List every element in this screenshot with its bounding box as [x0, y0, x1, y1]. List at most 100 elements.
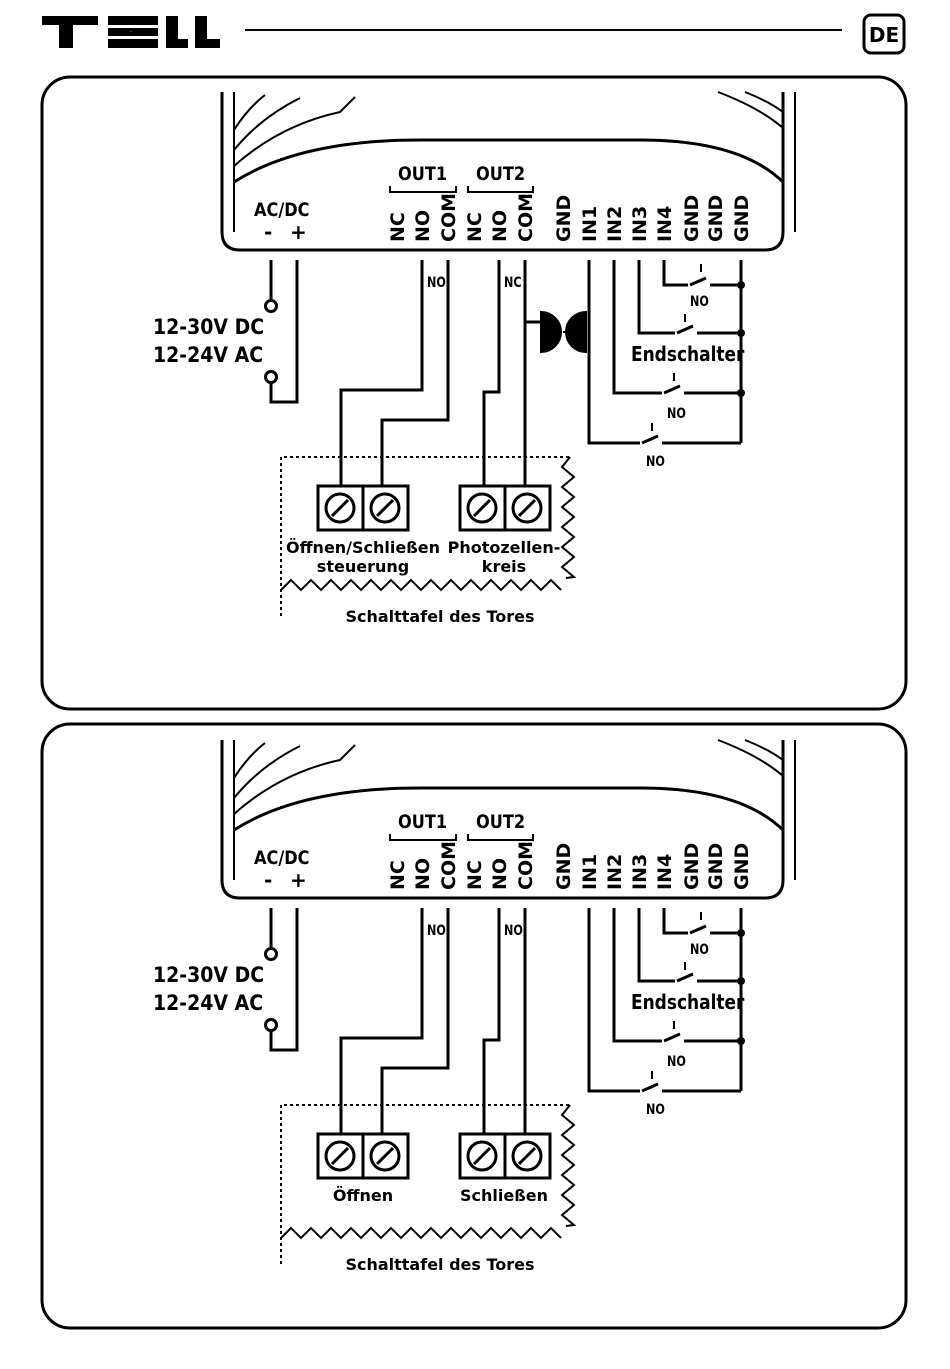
in4-switch-blade	[689, 276, 707, 287]
terminal-label-nc-3: NC	[464, 212, 486, 242]
module-body	[220, 740, 785, 900]
out1-label: OUT1	[398, 812, 447, 834]
terminal-label-nc-3: NC	[464, 860, 486, 890]
junction-dot	[737, 929, 745, 937]
junction-dot	[737, 977, 745, 985]
terminal-label-nc-0: NC	[387, 212, 409, 242]
gate-panel-border	[280, 456, 570, 616]
in3-wire	[637, 908, 675, 983]
power-minus-label: -	[264, 868, 272, 892]
out1-com-wire	[380, 260, 450, 488]
in2-switch-no-label: NO	[667, 405, 686, 422]
block2-label-line1: Schließen	[460, 1186, 548, 1205]
power-minus-label: -	[264, 220, 272, 244]
module-ridge-left-3	[233, 94, 266, 131]
terminal-label-gnd-13: GND	[731, 195, 753, 242]
out1-wire-tag: NO	[427, 274, 446, 291]
in3-switch-blade	[676, 324, 694, 335]
in1-switch-no-label: NO	[646, 453, 665, 470]
gate-panel-torn-right	[560, 1104, 577, 1227]
in2-switch-blade	[663, 384, 681, 395]
in2-wire	[612, 260, 662, 395]
gate-panel-torn-bottom	[280, 1226, 562, 1240]
screw-slot	[472, 1146, 492, 1166]
screw-slot	[375, 1146, 395, 1166]
block2-label-line2: kreis	[482, 557, 526, 576]
screw-slot	[472, 498, 492, 518]
tell-logo: TELL	[42, 16, 220, 48]
block1-label-line1: Öffnen/Schließen	[286, 538, 440, 557]
out1-label: OUT1	[398, 164, 447, 186]
language-badge	[862, 13, 906, 55]
terminal-label-gnd-13: GND	[731, 843, 753, 890]
out1-bracket	[389, 834, 457, 841]
photocell-receiver-icon	[565, 310, 587, 354]
terminal-label-in1-7: IN1	[579, 854, 601, 890]
module-ridge-left-3	[233, 742, 266, 779]
in3-wire	[637, 260, 675, 335]
out1-no-wire	[339, 908, 424, 1136]
out2-bracket	[467, 834, 534, 841]
module-body	[220, 92, 785, 252]
terminal-label-in3-9: IN3	[629, 206, 651, 242]
terminal-label-in3-9: IN3	[629, 854, 651, 890]
photocell-transmitter-icon	[540, 310, 562, 354]
out2-label: OUT2	[476, 812, 525, 834]
terminal-label-com-2: COM	[438, 193, 460, 242]
in1-wire	[587, 908, 640, 1093]
gate-panel-label: Schalttafel des Tores	[345, 1255, 534, 1274]
terminal-label-gnd-6: GND	[553, 843, 575, 890]
voltage-ac-label: 12-24V AC	[153, 990, 263, 1015]
module-ridge-right-2	[744, 739, 784, 761]
voltage-ac-label: 12-24V AC	[153, 342, 263, 367]
diagram-panel-1	[40, 75, 908, 711]
module-ridge-right-2	[744, 91, 784, 113]
terminal-label-no-1: NO	[412, 858, 434, 890]
block2-label-line1: Photozellen-	[448, 538, 561, 557]
gate-panel-label: Schalttafel des Tores	[345, 607, 534, 626]
limit-switch-label: Endschalter	[631, 344, 745, 367]
module-ridge-left-1	[233, 744, 356, 815]
terminal-label-in4-10: IN4	[654, 854, 676, 890]
power-terminal-minus	[264, 947, 278, 961]
limit-switch-label: Endschalter	[631, 992, 745, 1015]
in1-wire	[587, 260, 640, 445]
power-terminal-plus	[264, 1018, 278, 1032]
terminal-label-no-4: NO	[489, 858, 511, 890]
terminal-label-gnd-12: GND	[705, 195, 727, 242]
terminal-label-no-4: NO	[489, 210, 511, 242]
in4-switch-no-label: NO	[690, 941, 709, 958]
terminal-label-in2-8: IN2	[604, 206, 626, 242]
power-plus-label: +	[290, 868, 307, 892]
voltage-dc-label: 12-30V DC	[153, 962, 264, 987]
screw-slot	[517, 498, 537, 518]
module-top-curve	[233, 138, 785, 184]
power-terminal-plus	[264, 370, 278, 384]
screw-slot	[330, 498, 350, 518]
screw-slot	[517, 1146, 537, 1166]
out1-bracket	[389, 186, 457, 193]
language-badge-text: DE	[869, 23, 899, 47]
gate-panel-torn-bottom	[280, 578, 562, 592]
out2-com-to-photocell	[523, 260, 541, 324]
in3-switch-blade	[676, 972, 694, 983]
terminal-label-gnd-11: GND	[681, 195, 703, 242]
terminal-label-nc-0: NC	[387, 860, 409, 890]
module-ridge-left-2	[233, 745, 301, 799]
screw-slot	[375, 498, 395, 518]
in4-wire	[662, 260, 688, 287]
out1-no-wire	[339, 260, 424, 488]
out2-bracket	[467, 186, 534, 193]
in4-wire	[662, 908, 688, 935]
screw-slot	[330, 1146, 350, 1166]
out2-wire-a	[482, 908, 501, 1136]
in1-switch-blade	[641, 1082, 659, 1093]
out2-wire-tag: NO	[504, 922, 523, 939]
in1-switch-no-label: NO	[646, 1101, 665, 1118]
terminal-label-in4-10: IN4	[654, 206, 676, 242]
terminal-label-gnd-6: GND	[553, 195, 575, 242]
in1-switch-blade	[641, 434, 659, 445]
in2-switch-no-label: NO	[667, 1053, 686, 1070]
